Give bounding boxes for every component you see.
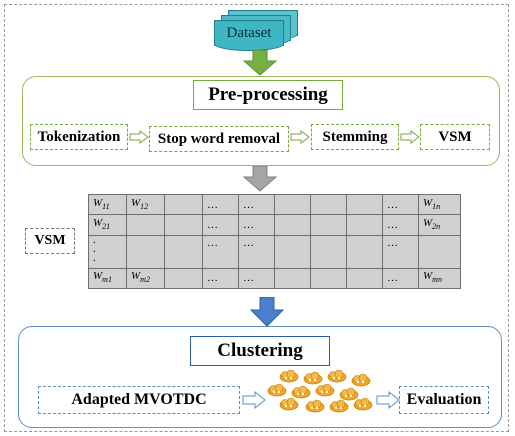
matrix-cell xyxy=(310,267,347,290)
matrix-cell xyxy=(310,234,347,269)
matrix-cell xyxy=(346,214,383,236)
matrix-cell xyxy=(310,214,347,236)
arrow-down-gray xyxy=(243,166,277,192)
adapted-mvotdc-box: Adapted MVOTDC xyxy=(38,386,240,414)
clusters-cloud-icon xyxy=(267,370,373,413)
matrix-cell xyxy=(310,193,347,216)
matrix-cell: … xyxy=(382,267,419,290)
evaluation-box: Evaluation xyxy=(399,386,489,414)
matrix-cell: W11 xyxy=(88,193,127,216)
clustering-title: Clustering xyxy=(190,336,330,366)
matrix-row: W21………W2n xyxy=(88,214,461,236)
matrix-cell: … xyxy=(382,193,419,216)
arrow-right-icon xyxy=(376,391,400,409)
arrow-down-blue xyxy=(250,297,284,327)
arrow-right-icon xyxy=(400,130,420,144)
matrix-cell xyxy=(126,214,165,236)
matrix-cell: W12 xyxy=(126,193,165,216)
matrix-cell xyxy=(346,267,383,290)
matrix-cell: … xyxy=(202,214,239,236)
matrix-cell: … xyxy=(382,214,419,236)
matrix-cell: Wmn xyxy=(418,267,461,290)
matrix-cell xyxy=(274,234,311,269)
matrix-cell: … xyxy=(238,214,275,236)
step-vsm: VSM xyxy=(420,124,490,150)
matrix-cell xyxy=(164,234,203,269)
diagram-frame xyxy=(4,4,509,432)
matrix-cell xyxy=(346,234,383,269)
arrow-right-icon xyxy=(242,391,266,409)
matrix-cell: … xyxy=(202,267,239,290)
matrix-cell: W1n xyxy=(418,193,461,216)
matrix-cell xyxy=(274,214,311,236)
matrix-cell xyxy=(274,193,311,216)
arrow-right-icon xyxy=(290,130,310,144)
dataset-label: Dataset xyxy=(214,20,284,51)
matrix-row: ...……… xyxy=(88,234,461,269)
arrow-down-green xyxy=(243,50,277,76)
step-stemming: Stemming xyxy=(311,124,399,150)
matrix-cell xyxy=(164,193,203,216)
matrix-cell xyxy=(126,234,165,269)
matrix-cell: … xyxy=(238,234,275,269)
matrix-cell xyxy=(164,267,203,290)
matrix-cell: … xyxy=(382,234,419,269)
matrix-cell xyxy=(164,214,203,236)
dataset-icon: Dataset xyxy=(214,10,304,51)
matrix-cell: Wm2 xyxy=(126,267,165,290)
matrix-cell xyxy=(418,234,461,269)
arrow-right-icon xyxy=(129,130,149,144)
preprocessing-title: Pre-processing xyxy=(193,80,343,110)
clustering-container xyxy=(18,326,502,428)
matrix-cell: Wm1 xyxy=(88,267,127,290)
matrix-cell: … xyxy=(202,193,239,216)
matrix-cell xyxy=(274,267,311,290)
matrix-cell: ... xyxy=(88,234,127,269)
matrix-cell: … xyxy=(238,193,275,216)
matrix-cell: … xyxy=(202,234,239,269)
matrix-cell: … xyxy=(238,267,275,290)
matrix-cell: W2n xyxy=(418,214,461,236)
vsm-label: VSM xyxy=(25,228,75,254)
step-stop-word-removal: Stop word removal xyxy=(149,126,289,152)
matrix-cell: W21 xyxy=(88,214,127,236)
step-tokenization: Tokenization xyxy=(30,124,128,150)
matrix-cell xyxy=(346,193,383,216)
